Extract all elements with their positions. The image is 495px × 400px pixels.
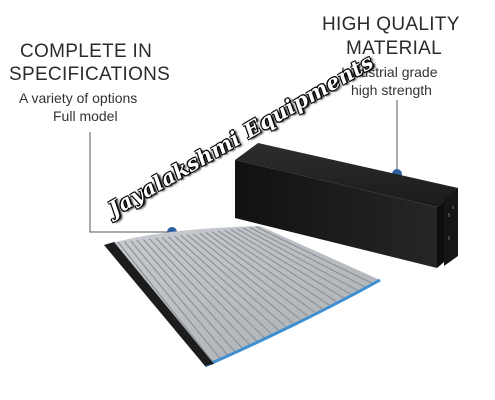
slat-line	[167, 236, 272, 335]
slat-line	[155, 237, 258, 342]
right-callout-subtext-line2: high strength	[351, 82, 432, 98]
slat-shield	[104, 226, 381, 368]
slat-line	[174, 235, 279, 331]
slat-line	[149, 238, 250, 345]
slat-line	[192, 233, 301, 320]
slat-line	[117, 241, 214, 363]
slat-line	[255, 226, 374, 285]
slat-line	[130, 240, 229, 356]
left-callout-heading-line2: SPECIFICATIONS	[9, 64, 171, 85]
slat-line	[205, 231, 316, 313]
right-callout-heading-line1: HIGH QUALITY	[322, 14, 460, 35]
end-plate	[104, 242, 214, 366]
right-callout-subtext-line1: Industrial grade	[341, 64, 438, 80]
left-callout-subtext-line2: Full model	[53, 108, 118, 124]
slat-line	[161, 236, 265, 338]
slat-line	[124, 241, 221, 360]
left-callout-subtext-line1: A variety of options	[19, 90, 138, 106]
slat-line	[242, 227, 359, 292]
slat-line	[142, 239, 243, 349]
edge-strip	[204, 278, 381, 368]
housing-box	[235, 143, 458, 268]
slat-line	[236, 228, 352, 295]
slat-line	[180, 234, 287, 328]
left-callout-leader	[89, 132, 172, 233]
slat-line	[230, 229, 345, 299]
slat-line	[211, 231, 323, 310]
slat-line	[217, 230, 330, 306]
left-callout-heading-line1: COMPLETE IN	[20, 41, 153, 62]
slat-line	[199, 232, 308, 317]
slat-line	[186, 234, 294, 324]
slat-line	[136, 239, 236, 353]
right-callout-heading-line2: MATERIAL	[346, 38, 443, 59]
slat-line	[249, 226, 366, 288]
slat-line	[224, 229, 337, 303]
